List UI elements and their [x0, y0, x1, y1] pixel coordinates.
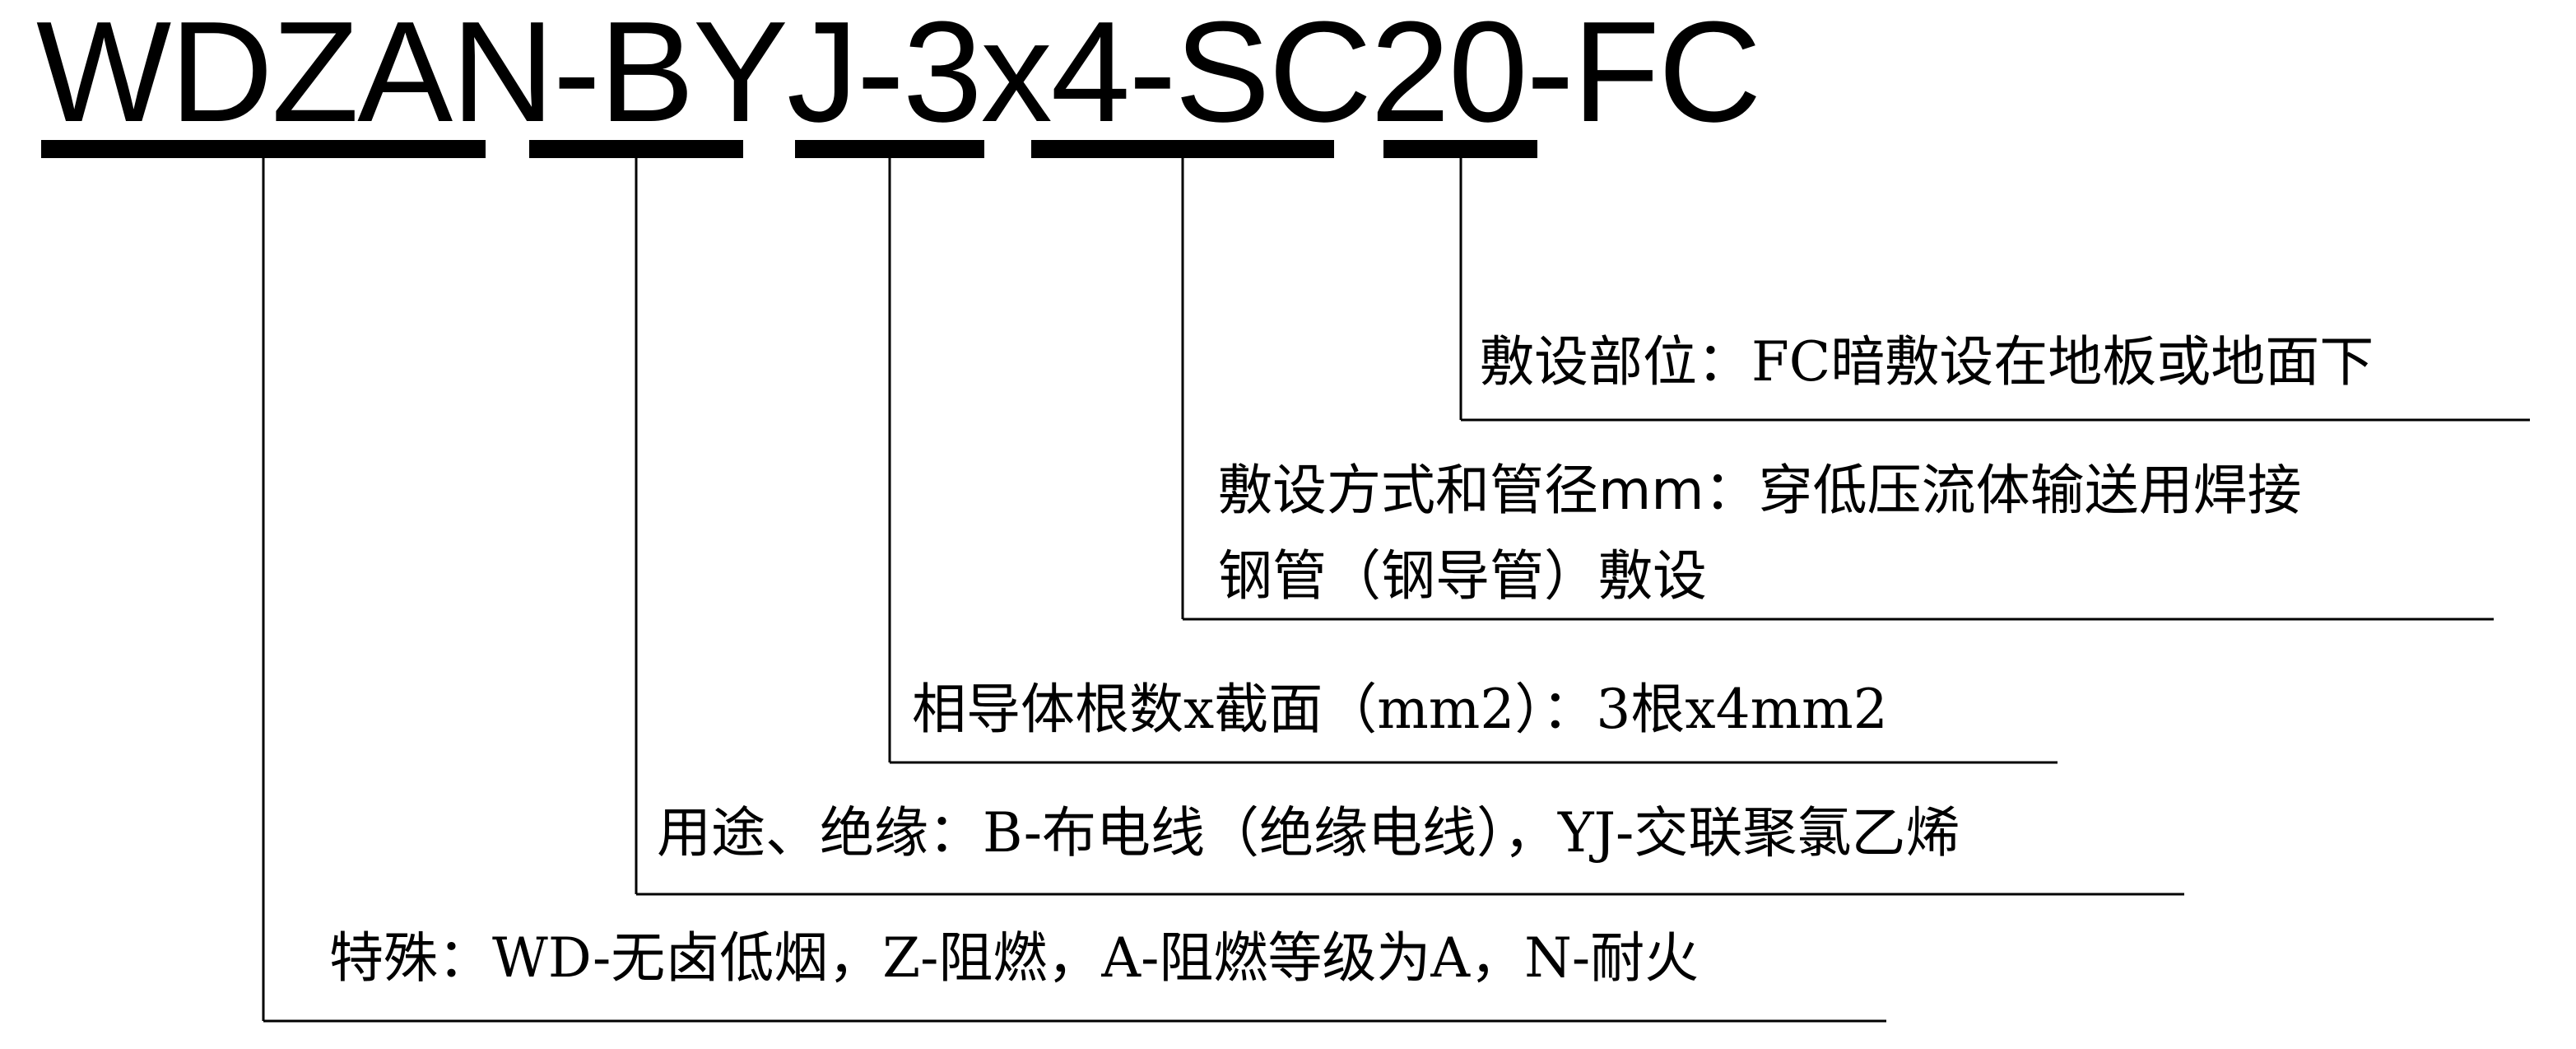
note-wdzan: 特殊：WD-无卤低烟，Z-阻燃，A-阻燃等级为A，N-耐火	[329, 926, 1700, 990]
note-size: 相导体根数x截面（mm2）：3根x4mm2	[912, 678, 1888, 741]
note-sc20-line2: 钢管（钢导管）敷设	[1218, 544, 1707, 608]
underline-wdzan	[41, 140, 486, 158]
cable-code-title: WDZAN-BYJ-3x4-SC20-FC	[36, 0, 1762, 152]
underline-byj	[529, 140, 743, 158]
note-sc20-line1: 敷设方式和管径mm：穿低压流体输送用焊接	[1218, 459, 2302, 522]
underline-sc20	[1031, 140, 1334, 158]
note-byj: 用途、绝缘：B-布电线（绝缘电线），YJ-交联聚氯乙烯	[657, 801, 1960, 865]
underline-fc	[1383, 140, 1537, 158]
note-fc: 敷设部位：FC暗敷设在地板或地面下	[1480, 330, 2374, 394]
underline-3x4	[795, 140, 984, 158]
